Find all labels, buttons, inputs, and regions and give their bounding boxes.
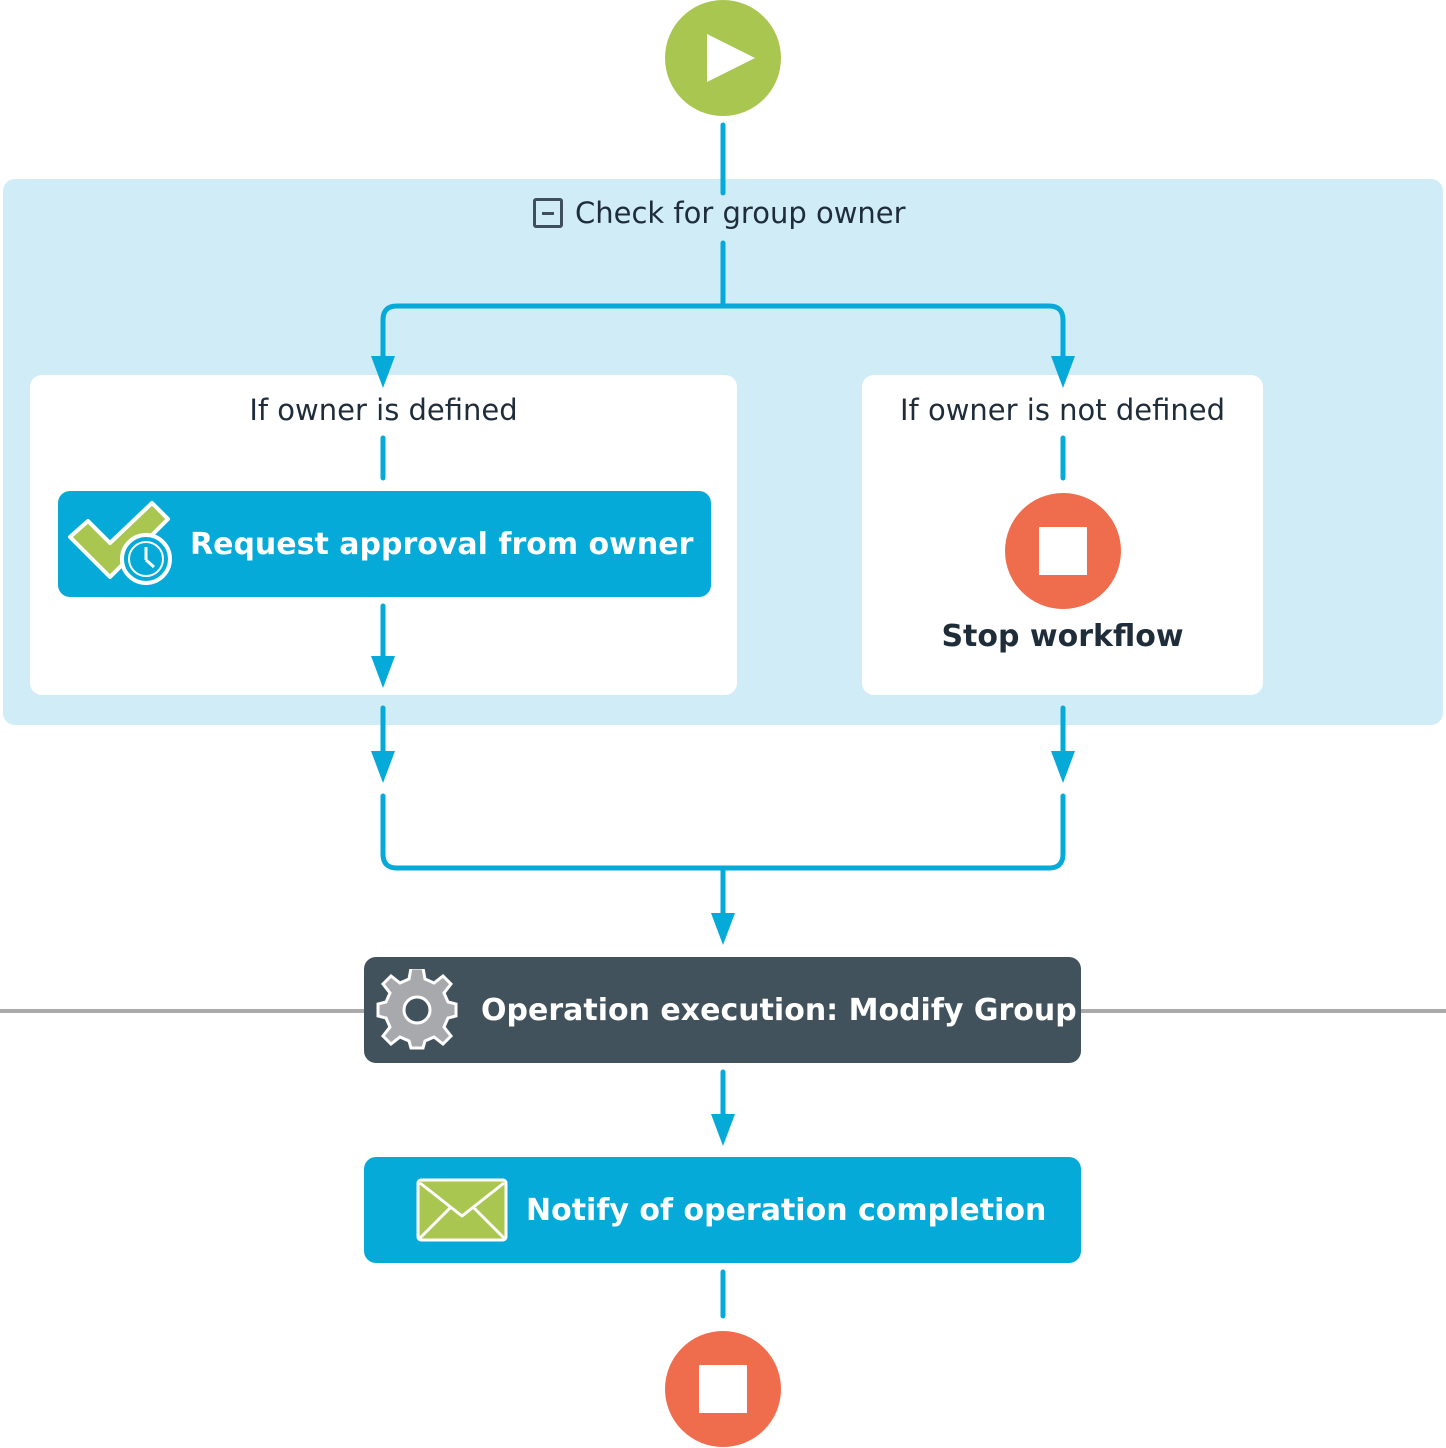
connector-fork: [380, 240, 1066, 365]
approval-check-clock-icon: [68, 501, 172, 585]
group-title-text: Check for group owner: [575, 196, 906, 230]
request-approval-activity[interactable]: Request approval from owner: [58, 491, 711, 597]
notify-completion-label: Notify of operation completion: [526, 1192, 1047, 1228]
arrow-left-exit: [371, 751, 395, 783]
collapse-minus-icon[interactable]: [533, 198, 563, 228]
stop-workflow-label: Stop workflow: [941, 619, 1184, 654]
request-approval-label: Request approval from owner: [190, 526, 694, 562]
gear-icon: [376, 969, 458, 1050]
arrow-left-branch-end: [371, 656, 395, 688]
arrow-fork-right: [1051, 356, 1075, 388]
play-icon: [707, 34, 755, 82]
connector-join: [380, 793, 1066, 921]
branch-label-owner-defined: If owner is defined: [249, 393, 518, 427]
stop-icon: [1039, 527, 1087, 575]
start-node[interactable]: [665, 0, 781, 116]
arrow-right-exit: [1051, 751, 1075, 783]
envelope-icon: [416, 1178, 508, 1242]
arrow-fork-left: [371, 356, 395, 388]
arrow-operation-notify: [711, 1114, 735, 1146]
branch-label-owner-not-defined: If owner is not defined: [899, 393, 1226, 427]
notify-completion-activity[interactable]: Notify of operation completion: [364, 1157, 1081, 1263]
stop-workflow-node[interactable]: [1005, 493, 1121, 609]
end-node[interactable]: [665, 1331, 781, 1447]
group-title[interactable]: Check for group owner: [533, 193, 906, 233]
operation-execution-label: Operation execution: Modify Group: [481, 992, 1077, 1028]
arrow-join: [711, 913, 735, 945]
operation-execution-activity[interactable]: Operation execution: Modify Group: [364, 957, 1081, 1063]
stop-icon: [699, 1365, 747, 1413]
